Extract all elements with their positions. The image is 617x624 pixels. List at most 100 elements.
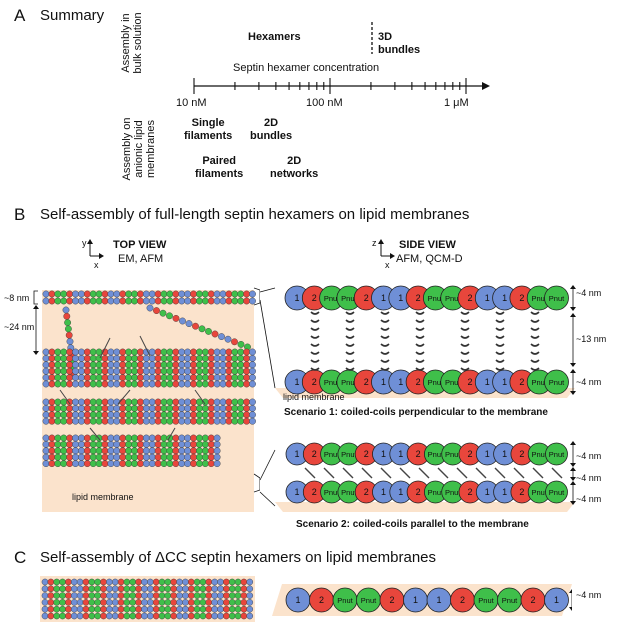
septin-dot	[166, 361, 174, 369]
coiled-coil-helix	[495, 327, 505, 331]
septin-dot	[237, 417, 245, 425]
svg-text:Pnut: Pnut	[428, 294, 444, 303]
septin-dot	[125, 367, 133, 375]
septin-dot	[195, 374, 203, 382]
septin-dot	[199, 605, 207, 613]
septin-dot	[217, 612, 224, 620]
coiled-coil-helix	[415, 343, 425, 347]
septin-subunit-2: 2	[457, 369, 483, 395]
septin-dot	[76, 599, 84, 606]
coiled-coil-helix	[530, 319, 540, 323]
septin-dot	[160, 374, 168, 382]
septin-dot	[89, 440, 97, 448]
septin-dot	[72, 367, 79, 375]
septin-dot	[213, 398, 221, 406]
septin-dot	[218, 333, 225, 340]
septin-dot	[41, 578, 49, 586]
septin-dot	[83, 367, 91, 375]
septin-dot	[83, 404, 91, 412]
septin-dot	[113, 380, 121, 388]
septin-dot	[195, 355, 203, 362]
septin-dot	[213, 447, 221, 455]
septin-dot	[142, 380, 150, 388]
septin-dot	[246, 585, 254, 593]
septin-dot	[131, 367, 138, 375]
septin-dot	[240, 585, 248, 593]
septin-dot	[54, 348, 62, 356]
septin-dot	[42, 348, 50, 356]
septin-dot	[59, 585, 66, 593]
septin-dot	[125, 374, 133, 382]
septin-dot	[95, 361, 103, 369]
septin-dot	[125, 404, 133, 412]
septin-dot	[246, 605, 254, 613]
septin-dot	[66, 411, 74, 419]
septin-dot	[48, 355, 56, 362]
septin-dot	[119, 348, 127, 356]
septin-dot	[100, 592, 107, 599]
septin-dot	[42, 460, 50, 468]
tick-1um: 1 μM	[444, 97, 469, 109]
septin-dot	[60, 411, 68, 419]
coiled-coil-link	[139, 335, 151, 357]
septin-dot	[201, 290, 209, 298]
septin-dot	[243, 297, 251, 305]
septin-dot	[89, 434, 97, 442]
svg-text:Pnut: Pnut	[531, 378, 547, 387]
septin-dot	[234, 612, 242, 620]
septin-dot	[190, 417, 197, 425]
septin-dot	[178, 440, 186, 448]
septin-dot	[166, 374, 174, 382]
septin-dot	[207, 297, 215, 305]
septin-dot	[172, 374, 180, 382]
septin-dot	[82, 578, 90, 586]
septin-dot	[60, 348, 68, 356]
svg-text:Pnut: Pnut	[337, 596, 353, 605]
septin-dot	[131, 440, 138, 448]
septin-dot	[176, 605, 183, 613]
septin-dot	[66, 440, 74, 448]
septin-dot	[141, 599, 148, 606]
septin-dot	[201, 447, 209, 455]
septin-dot	[70, 612, 78, 620]
panel-c-title: Self-assembly of ΔCC septin hexamers on …	[40, 549, 437, 566]
svg-text:Pnut: Pnut	[502, 596, 518, 605]
septin-dot	[119, 361, 127, 369]
svg-text:1: 1	[485, 377, 490, 387]
septin-dot	[48, 367, 56, 375]
septin-dot	[190, 290, 197, 298]
svg-text:Pnut: Pnut	[341, 294, 357, 303]
septin-dot	[172, 460, 180, 468]
septin-dot	[100, 585, 107, 593]
septin-dot	[117, 585, 125, 593]
septin-dot	[207, 411, 215, 419]
septin-dot	[249, 297, 256, 305]
septin-dot	[107, 361, 115, 369]
septin-dot	[101, 440, 109, 448]
septin-dot	[172, 417, 180, 425]
septin-dot	[89, 398, 97, 406]
septin-dot	[131, 380, 138, 388]
svg-text:Pnut: Pnut	[324, 450, 340, 459]
septin-dot	[66, 338, 74, 345]
septin-dot	[231, 380, 239, 388]
svg-text:Pnut: Pnut	[341, 488, 357, 497]
septin-dot	[166, 290, 174, 298]
septin-dot	[201, 404, 209, 412]
septin-dot	[187, 585, 195, 593]
septin-dot	[125, 460, 133, 468]
septin-dot	[152, 612, 160, 620]
coiled-coil-helix	[530, 327, 540, 331]
septin-dot	[54, 434, 62, 442]
septin-dot	[65, 578, 72, 586]
septin-dot	[246, 592, 254, 599]
coiled-coil-helix	[495, 359, 505, 363]
septin-dot	[48, 417, 56, 425]
septin-dot	[82, 592, 90, 599]
septin-dot	[158, 605, 166, 613]
septin-dot	[89, 447, 97, 455]
septin-dot	[53, 599, 61, 606]
svg-text:1: 1	[502, 449, 507, 459]
svg-text:1: 1	[295, 595, 300, 605]
septin-dot	[249, 380, 256, 388]
